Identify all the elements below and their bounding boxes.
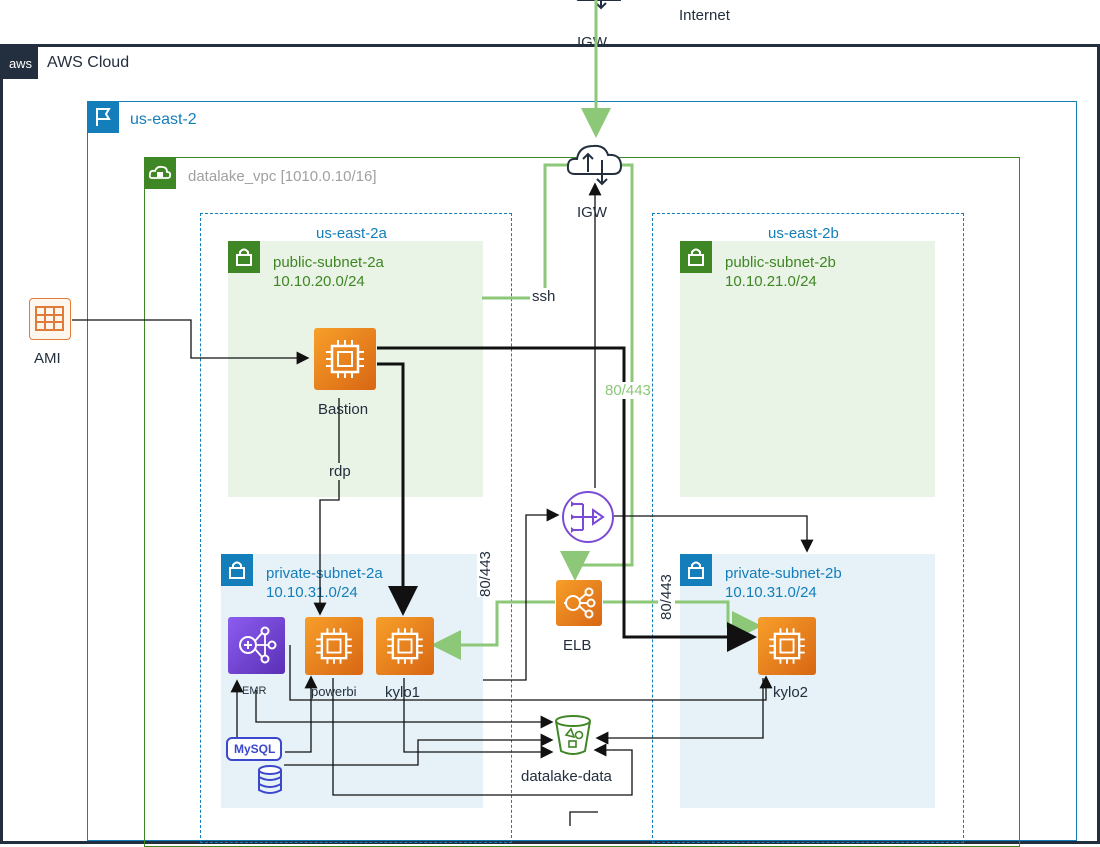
powerbi-to-datalake-line — [332, 678, 633, 796]
mysql-icon[interactable] — [226, 736, 286, 796]
ami-label: AMI — [34, 350, 61, 367]
public-subnet-2b-name: public-subnet-2b — [725, 254, 836, 271]
ssh-line — [482, 163, 568, 300]
igw-icon — [565, 140, 625, 192]
public-subnet-2a-name: public-subnet-2a — [273, 254, 384, 271]
lb-to-subnet-2b-line — [614, 515, 814, 553]
az-b-label: us-east-2b — [768, 225, 839, 242]
private-subnet-2a-lock-icon — [221, 554, 253, 586]
public-subnet-2b-lock-icon — [680, 241, 712, 273]
igw-label: IGW — [577, 204, 607, 221]
powerbi-label: powerbi — [311, 684, 357, 699]
region-flag-icon — [87, 101, 119, 133]
bastion-ec2-icon[interactable] — [314, 328, 376, 390]
ssh-label: ssh — [530, 288, 558, 305]
kylo2-label: kylo2 — [773, 684, 809, 701]
mysql-label: MySQL — [234, 742, 276, 756]
bastion-label: Bastion — [318, 401, 369, 418]
aws-logo-icon: aws — [3, 47, 38, 79]
kylo2-to-datalake-line — [595, 678, 764, 745]
mysql-to-powerbi-line — [285, 675, 318, 753]
aws-cloud-label: AWS Cloud — [47, 54, 130, 71]
igw-to-elb-green-line — [560, 163, 634, 581]
public-subnet-2a-cidr: 10.10.20.0/24 — [273, 273, 365, 290]
private-subnet-2a-cidr: 10.10.31.0/24 — [266, 584, 358, 601]
kylo1-label: kylo1 — [385, 684, 421, 701]
private-subnet-2b-lock-icon — [680, 554, 712, 586]
private-subnet-2a-name: private-subnet-2a — [266, 565, 383, 582]
connections — [72, 0, 814, 826]
datalake-label: datalake-data — [521, 768, 612, 785]
private-subnet-2b-name: private-subnet-2b — [725, 565, 842, 582]
emr-to-datalake-line — [255, 690, 554, 729]
http-right-label: 80/443 — [658, 574, 675, 620]
private-subnet-2b-group — [680, 554, 935, 808]
load-balancer-icon[interactable] — [561, 490, 615, 544]
http-left-label: 80/443 — [477, 551, 494, 597]
region-label: us-east-2 — [130, 111, 197, 128]
kylo1-to-datalake-line — [403, 678, 554, 759]
bottom-line — [569, 811, 598, 826]
bastion-to-kylo1-line — [377, 362, 418, 616]
public-subnet-2a-lock-icon — [228, 241, 260, 273]
internet-label: Internet — [679, 7, 730, 24]
powerbi-ec2-icon[interactable] — [305, 617, 363, 675]
emr-icon[interactable] — [228, 617, 285, 674]
vpc-label: datalake_vpc [1010.0.10/16] — [188, 168, 377, 185]
public-subnet-2b-group — [680, 241, 935, 497]
elb-label: ELB — [563, 637, 592, 654]
kylo2-ec2-icon[interactable] — [758, 617, 816, 675]
public-subnet-2b-cidr: 10.10.21.0/24 — [725, 273, 817, 290]
elb-to-kylo1-green-line — [431, 600, 555, 660]
private-subnet-2b-cidr: 10.10.31.0/24 — [725, 584, 817, 601]
elb-to-kylo2-green-line — [603, 600, 762, 641]
bastion-to-kylo2-line — [377, 346, 757, 652]
ami-to-bastion-line — [72, 319, 310, 365]
ami-icon — [29, 298, 71, 340]
http-vertical-label: 80/443 — [605, 382, 651, 399]
kylo1-ec2-icon[interactable] — [376, 617, 434, 675]
emr-to-kylo2-line — [289, 645, 773, 701]
rdp-line — [313, 398, 340, 616]
az-a-label: us-east-2a — [316, 225, 387, 242]
mysql-to-datalake-line — [284, 733, 554, 766]
s3-bucket-icon[interactable] — [552, 713, 594, 759]
emr-label: EMR — [242, 685, 267, 697]
vpc-cloud-lock-icon — [144, 157, 176, 189]
kylo1-to-lb-line — [483, 508, 560, 681]
rdp-label: rdp — [327, 463, 353, 480]
elb-icon[interactable] — [556, 580, 602, 626]
igw-top-icon — [568, 0, 628, 16]
